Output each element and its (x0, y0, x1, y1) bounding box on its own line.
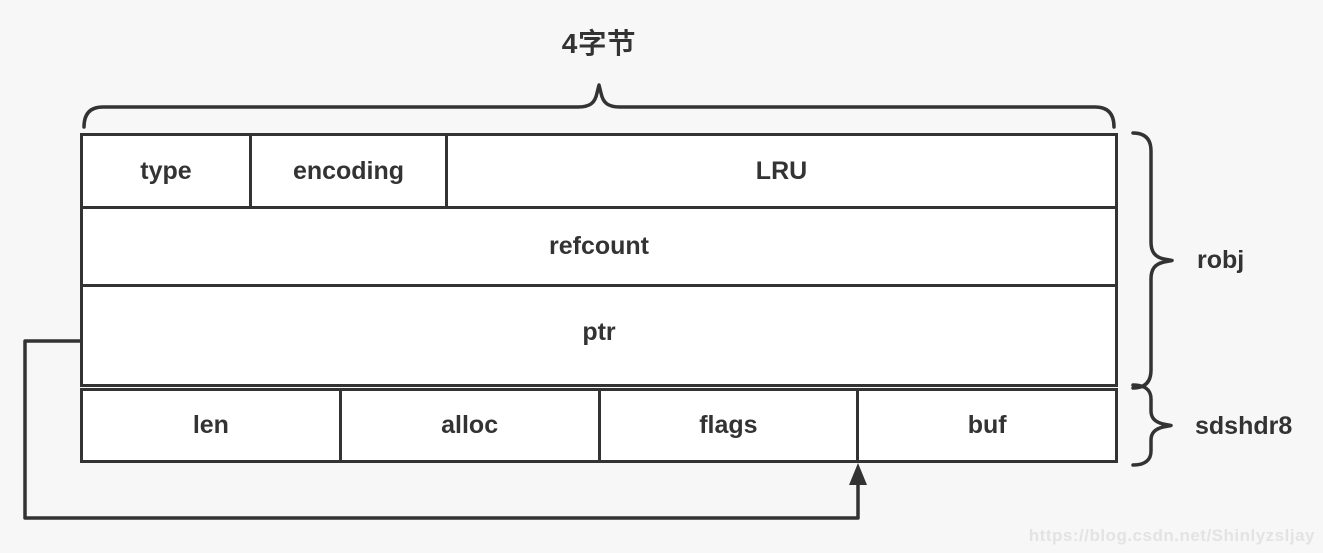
cell-buf: buf (856, 391, 1115, 460)
cell-refcount: refcount (83, 209, 1115, 284)
cell-encoding: encoding (249, 136, 445, 206)
sdshdr8-table: len alloc flags buf (80, 388, 1118, 463)
cell-lru: LRU (445, 136, 1115, 206)
cell-ptr: ptr (83, 287, 1115, 378)
sdshdr8-brace-label: sdshdr8 (1195, 412, 1293, 440)
arrowhead-up-icon (849, 463, 867, 485)
cell-len: len (83, 391, 339, 460)
robj-brace-label: robj (1197, 246, 1245, 274)
cell-type: type (83, 136, 249, 206)
robj-header-row: type encoding LRU (83, 136, 1115, 206)
robj-brace-icon (1131, 131, 1174, 390)
cell-alloc: alloc (338, 391, 598, 460)
top-width-brace-icon (82, 83, 1116, 129)
robj-refcount-row: refcount (83, 206, 1115, 284)
sdshdr8-brace-icon (1131, 383, 1173, 467)
robj-ptr-row: ptr (83, 284, 1115, 378)
byte-width-label: 4字节 (561, 28, 637, 59)
robj-table: type encoding LRU refcount ptr (80, 133, 1118, 387)
sdshdr8-row: len alloc flags buf (83, 391, 1115, 460)
watermark-text: https://blog.csdn.net/Shinlyzsljay (1028, 526, 1315, 545)
cell-flags: flags (597, 391, 857, 460)
